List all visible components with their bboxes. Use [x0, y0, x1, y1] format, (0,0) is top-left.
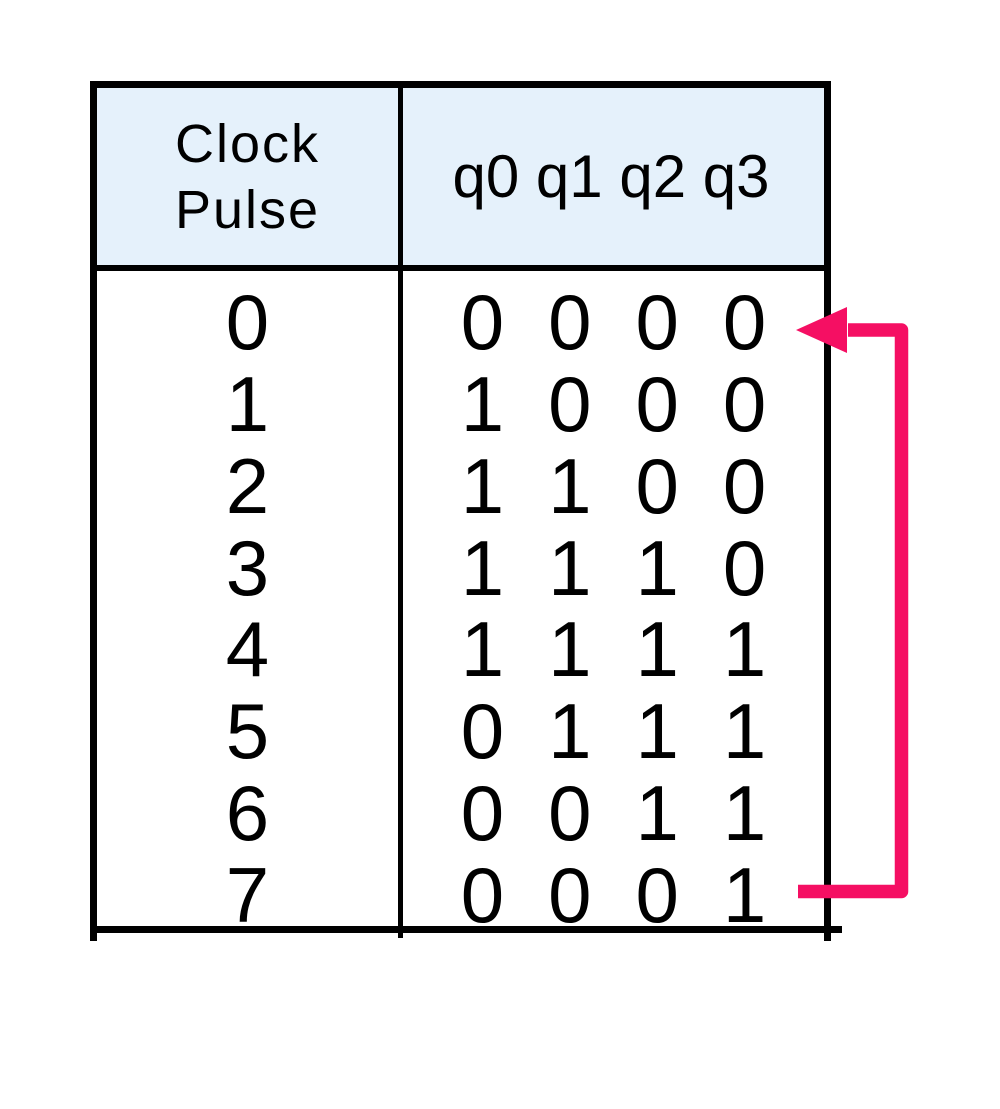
- q3-bit: 1: [722, 851, 767, 940]
- q1-bit: 1: [548, 523, 592, 612]
- q2-bit: 1: [635, 687, 679, 776]
- q0-bit: 0: [460, 769, 505, 858]
- q0-bit: 1: [460, 523, 505, 612]
- q3-bit: 1: [722, 687, 767, 776]
- clock-pulse-value: 1: [225, 359, 270, 448]
- clock-pulse-value: 4: [225, 605, 270, 694]
- q3-bit: 0: [722, 359, 767, 448]
- q2-bit: 0: [635, 359, 679, 448]
- frame-tick-divider: [398, 933, 403, 938]
- clock-pulse-value: 3: [225, 523, 270, 612]
- q3-bit: 1: [722, 605, 767, 694]
- q2-bit: 1: [635, 769, 679, 858]
- frame-tick-bottom: [831, 926, 842, 933]
- q1-bit: 1: [548, 441, 592, 530]
- q3-bit: 0: [722, 441, 767, 530]
- clock-pulse-value: 6: [225, 769, 270, 858]
- clock-pulse-value: 2: [225, 441, 270, 530]
- q0-bit: 0: [460, 687, 505, 776]
- q1-bit: 1: [548, 605, 592, 694]
- frame-tick-right: [824, 933, 831, 941]
- q0-bit: 0: [460, 851, 505, 940]
- clock-pulse-value: 0: [225, 277, 270, 366]
- header-clock-pulse-line1: Clock: [174, 113, 321, 174]
- q1-bit: 1: [548, 687, 592, 776]
- header-q-labels: q0 q1 q2 q3: [452, 143, 770, 210]
- q3-bit: 1: [722, 769, 767, 858]
- q2-bit: 1: [635, 523, 679, 612]
- q0-bit: 0: [460, 277, 505, 366]
- header-clock-pulse-line2: Pulse: [174, 179, 321, 240]
- q2-bit: 1: [635, 605, 679, 694]
- column-divider-line: [398, 88, 403, 926]
- q1-bit: 0: [548, 851, 592, 940]
- q1-bit: 0: [548, 277, 592, 366]
- frame-tick-left: [90, 933, 97, 941]
- q2-bit: 0: [635, 277, 679, 366]
- clock-pulse-value: 5: [225, 687, 270, 776]
- q3-bit: 0: [722, 523, 767, 612]
- table-header-row: Clock Pulse q0 q1 q2 q3: [97, 88, 824, 271]
- q3-bit: 0: [722, 277, 767, 366]
- q0-bit: 1: [460, 441, 505, 530]
- q1-bit: 0: [548, 359, 592, 448]
- q2-bit: 0: [635, 851, 679, 940]
- q0-bit: 1: [460, 605, 505, 694]
- q1-bit: 0: [548, 769, 592, 858]
- clock-pulse-value: 7: [225, 851, 270, 940]
- header-clock-pulse: Clock Pulse: [97, 88, 398, 265]
- q0-bit: 1: [460, 359, 505, 448]
- q2-bit: 0: [635, 441, 679, 530]
